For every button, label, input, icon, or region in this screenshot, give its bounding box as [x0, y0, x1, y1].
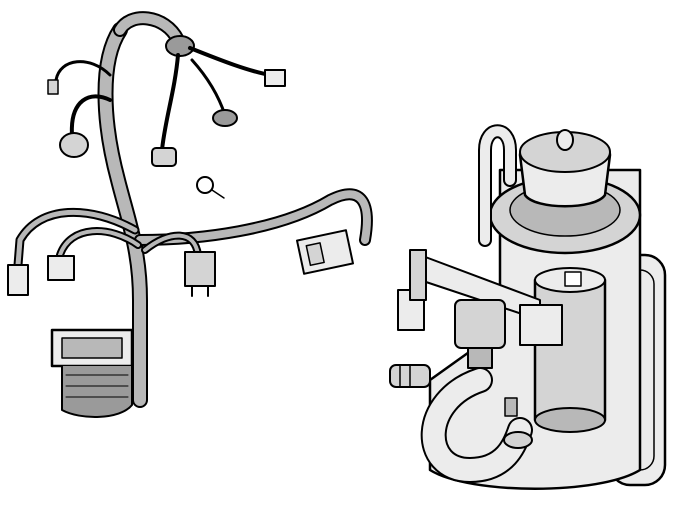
hose-clamp: [503, 431, 533, 449]
connector-right: [296, 229, 354, 275]
cap-nipple: [556, 129, 574, 151]
harness-main-trunk-fill: [99, 24, 146, 406]
harness-wire-top-left: [54, 60, 112, 82]
wiring-harness: [7, 11, 373, 418]
fuel-pump-heater-assembly: [389, 124, 667, 490]
o-ring: [196, 176, 214, 194]
harness-wire-left-lamp: [69, 94, 112, 137]
bracket-clamp: [519, 304, 563, 346]
harness-wire-mid: [160, 53, 180, 152]
connector-left-2: [47, 255, 75, 281]
small-screw: [504, 397, 518, 417]
cylinder-pump: [533, 267, 607, 433]
harness-wire-right-mid: [190, 58, 227, 117]
sensor-plug: [184, 251, 216, 297]
main-connector-block: [50, 328, 134, 418]
harness-grommet: [165, 35, 195, 57]
rubber-plug: [212, 109, 238, 127]
side-nozzle: [389, 364, 431, 388]
small-terminal: [47, 79, 59, 95]
bulb-holder: [151, 147, 177, 167]
pump-label: [564, 271, 582, 287]
lamp-socket: [59, 132, 89, 158]
fuel-valve: [454, 299, 506, 369]
connector-left-1: [7, 264, 29, 296]
connector-top-right: [264, 69, 286, 87]
